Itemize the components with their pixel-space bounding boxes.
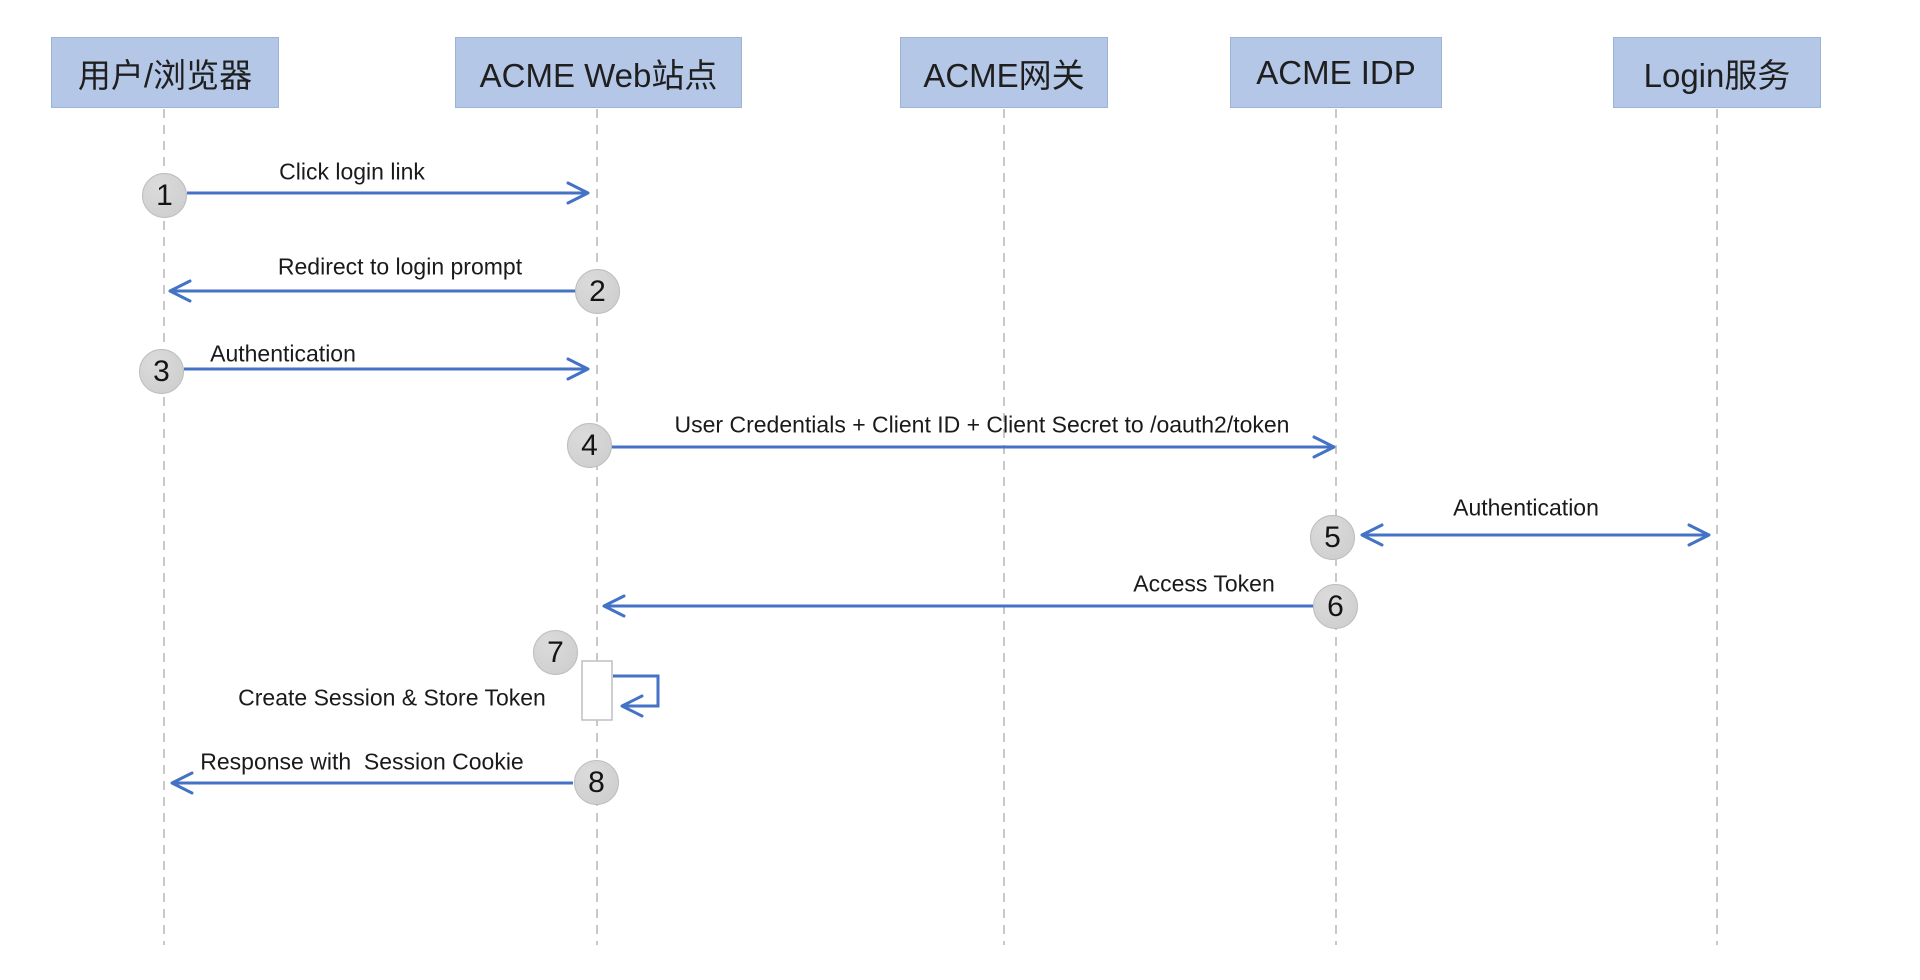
actor-box-acme-gateway: ACME网关 [900, 37, 1108, 108]
message-4-label: User Credentials + Client ID + Client Se… [674, 411, 1290, 438]
message-3-label: Authentication [210, 340, 356, 367]
message-2-label: Redirect to login prompt [277, 253, 523, 280]
step-circle-2: 2 [575, 269, 620, 314]
message-1-label: Click login link [279, 158, 425, 185]
actor-box-acme-web: ACME Web站点 [455, 37, 742, 108]
step-circle-7: 7 [533, 630, 578, 675]
activation-box-acme-web [581, 660, 613, 721]
message-7-self-loop-arrow [613, 674, 660, 718]
message-5-label: Authentication [1453, 494, 1599, 521]
step-circle-8: 8 [574, 760, 619, 805]
actor-box-login-service: Login服务 [1613, 37, 1821, 108]
step-circle-6: 6 [1313, 584, 1358, 629]
step-circle-4: 4 [567, 423, 612, 468]
actor-box-user-browser: 用户/浏览器 [51, 37, 279, 108]
message-7-label: Create Session & Store Token [238, 684, 546, 711]
actor-box-acme-idp: ACME IDP [1230, 37, 1442, 108]
message-8-label: Response with Session Cookie [200, 748, 524, 775]
step-circle-3: 3 [139, 349, 184, 394]
message-6-label: Access Token [1133, 570, 1275, 597]
step-circle-5: 5 [1310, 515, 1355, 560]
step-circle-1: 1 [142, 173, 187, 218]
